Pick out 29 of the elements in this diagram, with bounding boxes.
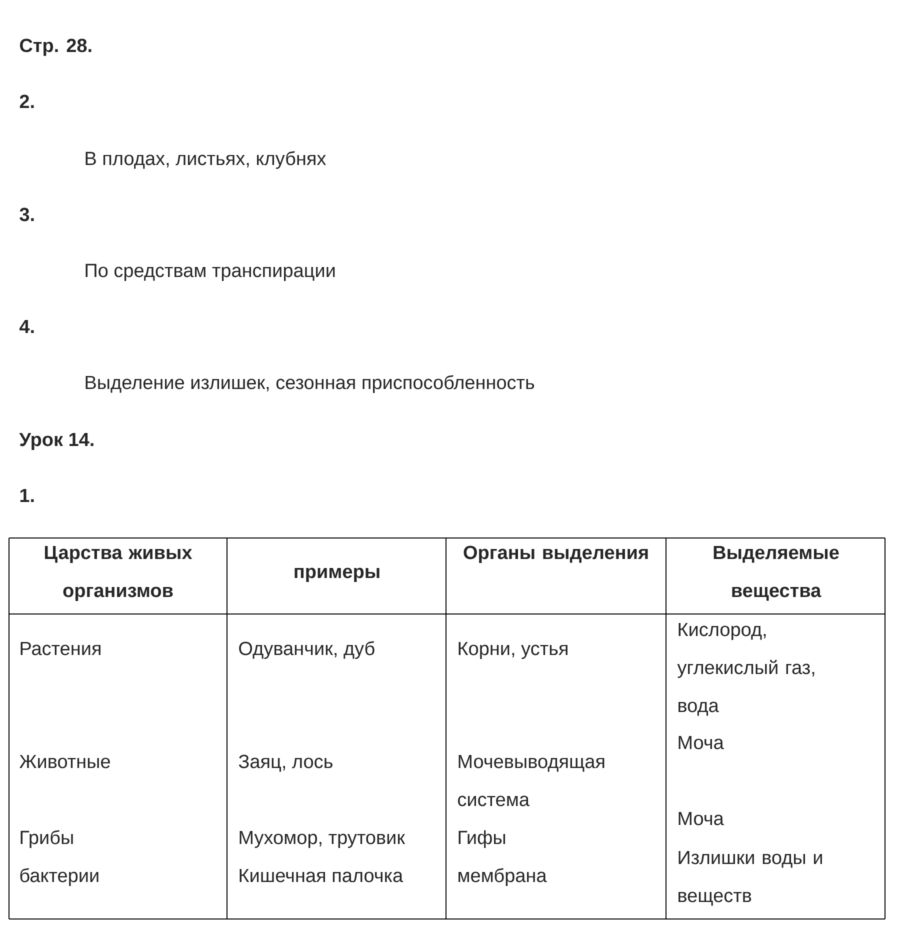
- task-number: 2.: [20, 94, 34, 108]
- task-number: 1.: [20, 488, 34, 502]
- table-header-cell: Выделяемые вещества: [714, 546, 839, 601]
- table-cell: Мочевыводящая система: [458, 754, 604, 806]
- table-cell: Кишечная палочка: [240, 868, 404, 882]
- page-heading: Стр. 28.: [20, 38, 92, 56]
- table-cell: Моча: [678, 736, 724, 750]
- table-header-cell: примеры: [294, 568, 380, 582]
- table-cell: Животные: [19, 754, 110, 768]
- table-cell: Кислород, углекислый газ, вода: [677, 622, 814, 716]
- table-cell: Излишки воды и веществ: [678, 850, 822, 906]
- table-header-cell: Царства живых организмов: [44, 546, 192, 601]
- table-cell: Моча: [678, 812, 724, 826]
- answer-text: В плодах, листьях, клубнях: [86, 151, 326, 169]
- page-heading: Урок 14.: [19, 432, 94, 450]
- task-number: 4.: [19, 320, 34, 333]
- table-cell: мембрана: [458, 868, 547, 886]
- table-cell: бактерии: [20, 868, 98, 886]
- table-cell: Заяц, лось: [238, 754, 332, 772]
- table-cell: Гифы: [458, 830, 506, 848]
- table-cell: Растения: [20, 642, 100, 656]
- table-cell: Грибы: [20, 830, 73, 848]
- table-cell: Мухомор, трутовик: [240, 830, 406, 848]
- answer-text: По средствам транспирации: [86, 264, 335, 281]
- task-number: 3.: [20, 208, 34, 222]
- answer-text: Выделение излишек, сезонная приспособленность: [86, 375, 534, 393]
- table-header-cell: Органы выделения: [464, 546, 648, 563]
- table-cell: Одуванчик, дуб: [239, 641, 374, 659]
- table-cell: Корни, устья: [458, 642, 568, 659]
